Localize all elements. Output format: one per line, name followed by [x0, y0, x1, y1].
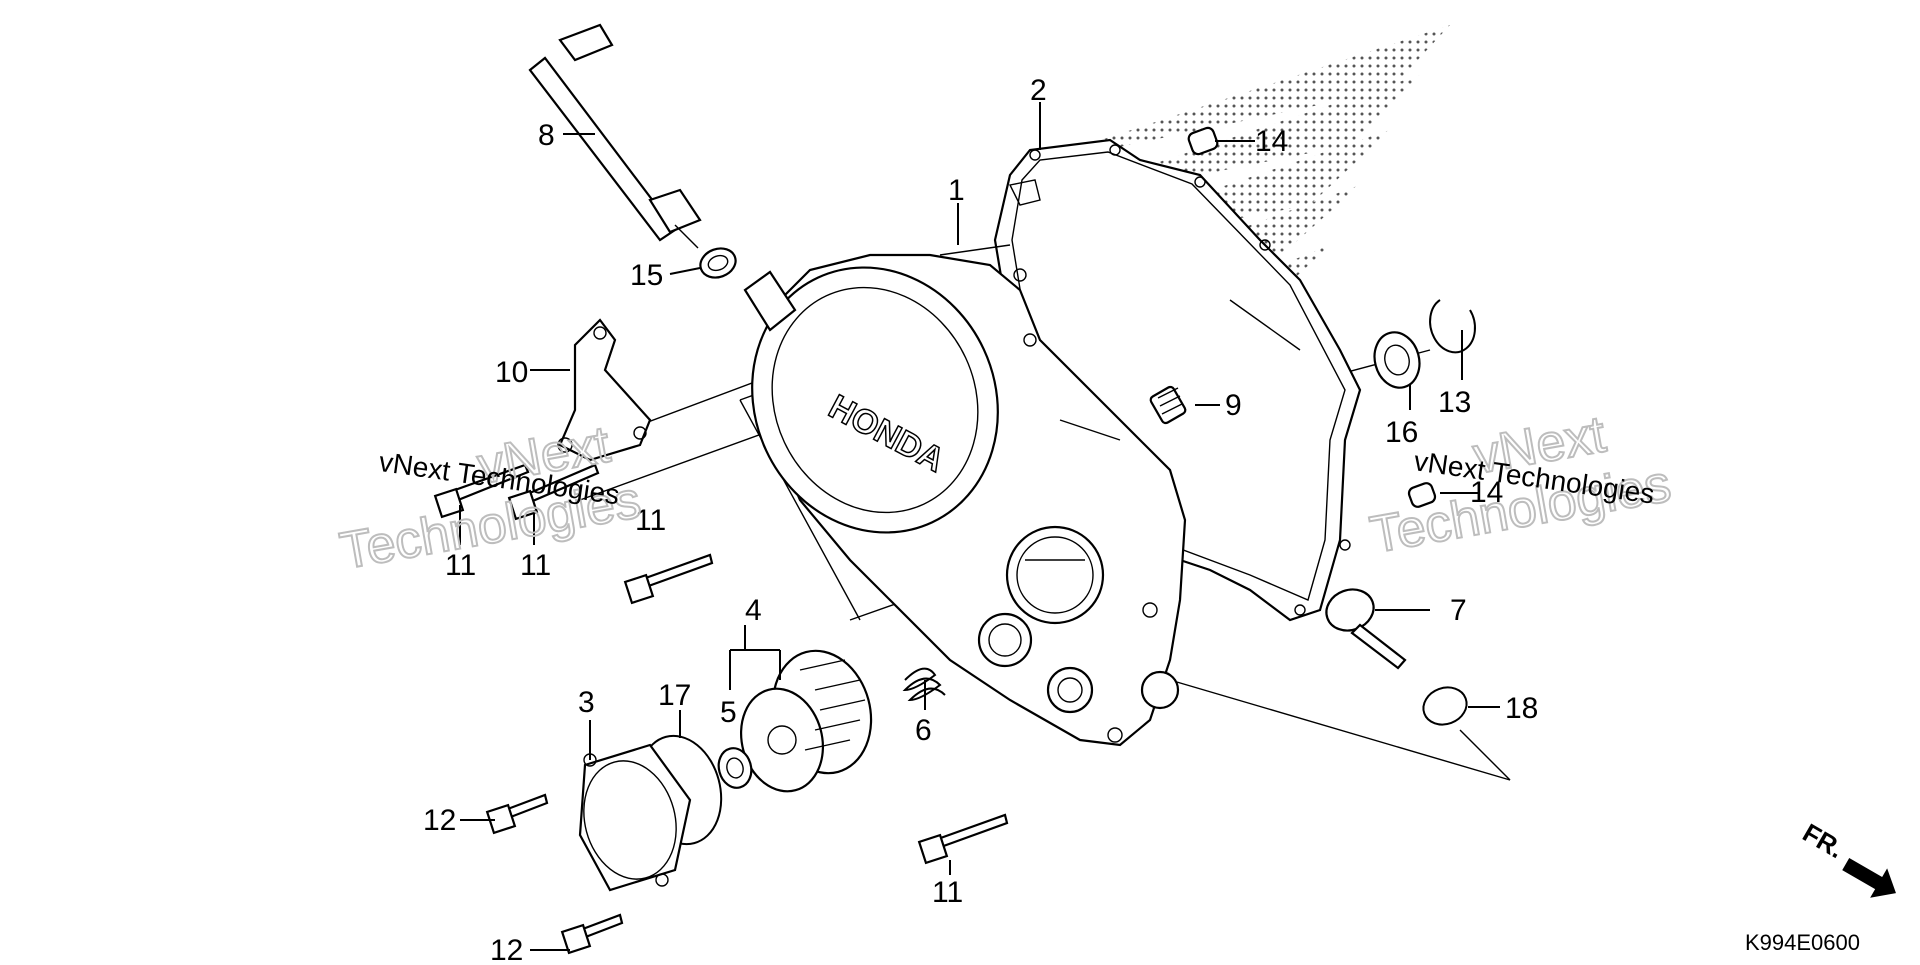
washers-14	[1187, 126, 1437, 508]
o-ring-18	[1422, 686, 1468, 726]
label-16: 16	[1385, 416, 1418, 449]
label-14-b: 14	[1470, 476, 1503, 509]
front-direction-arrow: FR.	[1798, 817, 1896, 898]
plug-7	[1325, 588, 1407, 670]
spring-9	[1149, 385, 1187, 425]
label-15: 15	[630, 259, 663, 292]
label-1: 1	[948, 174, 965, 207]
oil-filter	[739, 649, 873, 793]
bolts-12	[485, 793, 624, 955]
label-4: 4	[745, 594, 762, 627]
label-14-a: 14	[1255, 125, 1288, 158]
label-17: 17	[658, 679, 691, 712]
part-labels: 1 2 3 4 5 6 7 8 9 10 11 11 11 11 12 12 1…	[423, 74, 1538, 965]
leader-lines	[459, 102, 1500, 951]
label-11-b: 11	[520, 549, 551, 582]
direction-mark: FR.	[1798, 817, 1849, 864]
label-11-d: 11	[932, 876, 963, 909]
label-5: 5	[720, 696, 737, 729]
label-7: 7	[1450, 594, 1467, 627]
label-13: 13	[1438, 386, 1471, 419]
label-11-a: 11	[445, 549, 476, 582]
circlip-13	[1429, 299, 1476, 354]
label-12-a: 12	[423, 804, 456, 837]
diagram-code: K994E0600	[1745, 930, 1860, 955]
label-2: 2	[1030, 74, 1047, 107]
bolts-11	[433, 463, 1009, 865]
label-12-b: 12	[490, 934, 523, 960]
crankcase-cover: HONDA	[743, 244, 1187, 747]
label-8: 8	[538, 119, 555, 152]
label-9: 9	[1225, 389, 1242, 422]
label-10: 10	[495, 356, 528, 389]
label-11-c: 11	[635, 504, 666, 537]
oil-seal-15	[699, 247, 737, 279]
spring-6	[902, 667, 946, 702]
label-3: 3	[578, 686, 595, 719]
bracket	[557, 318, 652, 462]
label-6: 6	[915, 714, 932, 747]
label-18: 18	[1505, 692, 1538, 725]
filter-cap-3	[578, 743, 692, 892]
washer-5	[717, 747, 753, 789]
bearing-16	[1373, 331, 1421, 389]
shaft	[528, 23, 702, 249]
